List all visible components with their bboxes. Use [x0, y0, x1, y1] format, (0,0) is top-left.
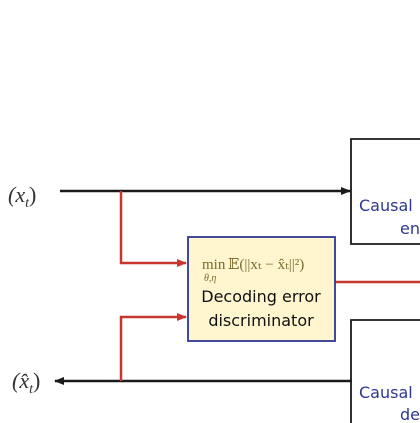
input-signal-close: ) [29, 182, 36, 207]
discriminator-title-line1: Decoding error [201, 287, 321, 306]
output-signal-subscript: t [29, 382, 34, 397]
causal-encoder-box [350, 138, 420, 245]
output-signal-open: (x̂ [12, 368, 29, 393]
causal-decoder-block: Causal de [350, 319, 420, 423]
input-to-discriminator-link [119, 191, 187, 267]
discriminator-objective-under: θ,η [204, 273, 216, 284]
causal-encoder-line1: Causal [359, 196, 413, 215]
discriminator-title-line2: discriminator [208, 311, 314, 330]
discriminator-objective-op: min [202, 257, 226, 273]
input-signal-label: (xt) [8, 182, 36, 211]
causal-encoder-block: Causal en [350, 138, 420, 245]
causal-decoder-line2: de [400, 405, 420, 423]
output-signal-label: (x̂t) [12, 368, 40, 397]
causal-decoder-box [350, 319, 420, 423]
causal-decoder-line1: Causal [359, 383, 413, 402]
output-signal-close: ) [33, 368, 40, 393]
input-signal-subscript: t [25, 196, 30, 211]
causal-encoder-line2: en [400, 219, 420, 238]
discriminator-objective-expr: 𝔼(||xₜ − x̂ₜ||²) [228, 257, 304, 273]
input-signal-open: (x [8, 182, 25, 207]
discriminator-block: min θ,η 𝔼(||xₜ − x̂ₜ||²) Decoding error … [187, 236, 336, 342]
output-to-discriminator-link [119, 313, 187, 381]
discriminator-box [187, 236, 336, 342]
